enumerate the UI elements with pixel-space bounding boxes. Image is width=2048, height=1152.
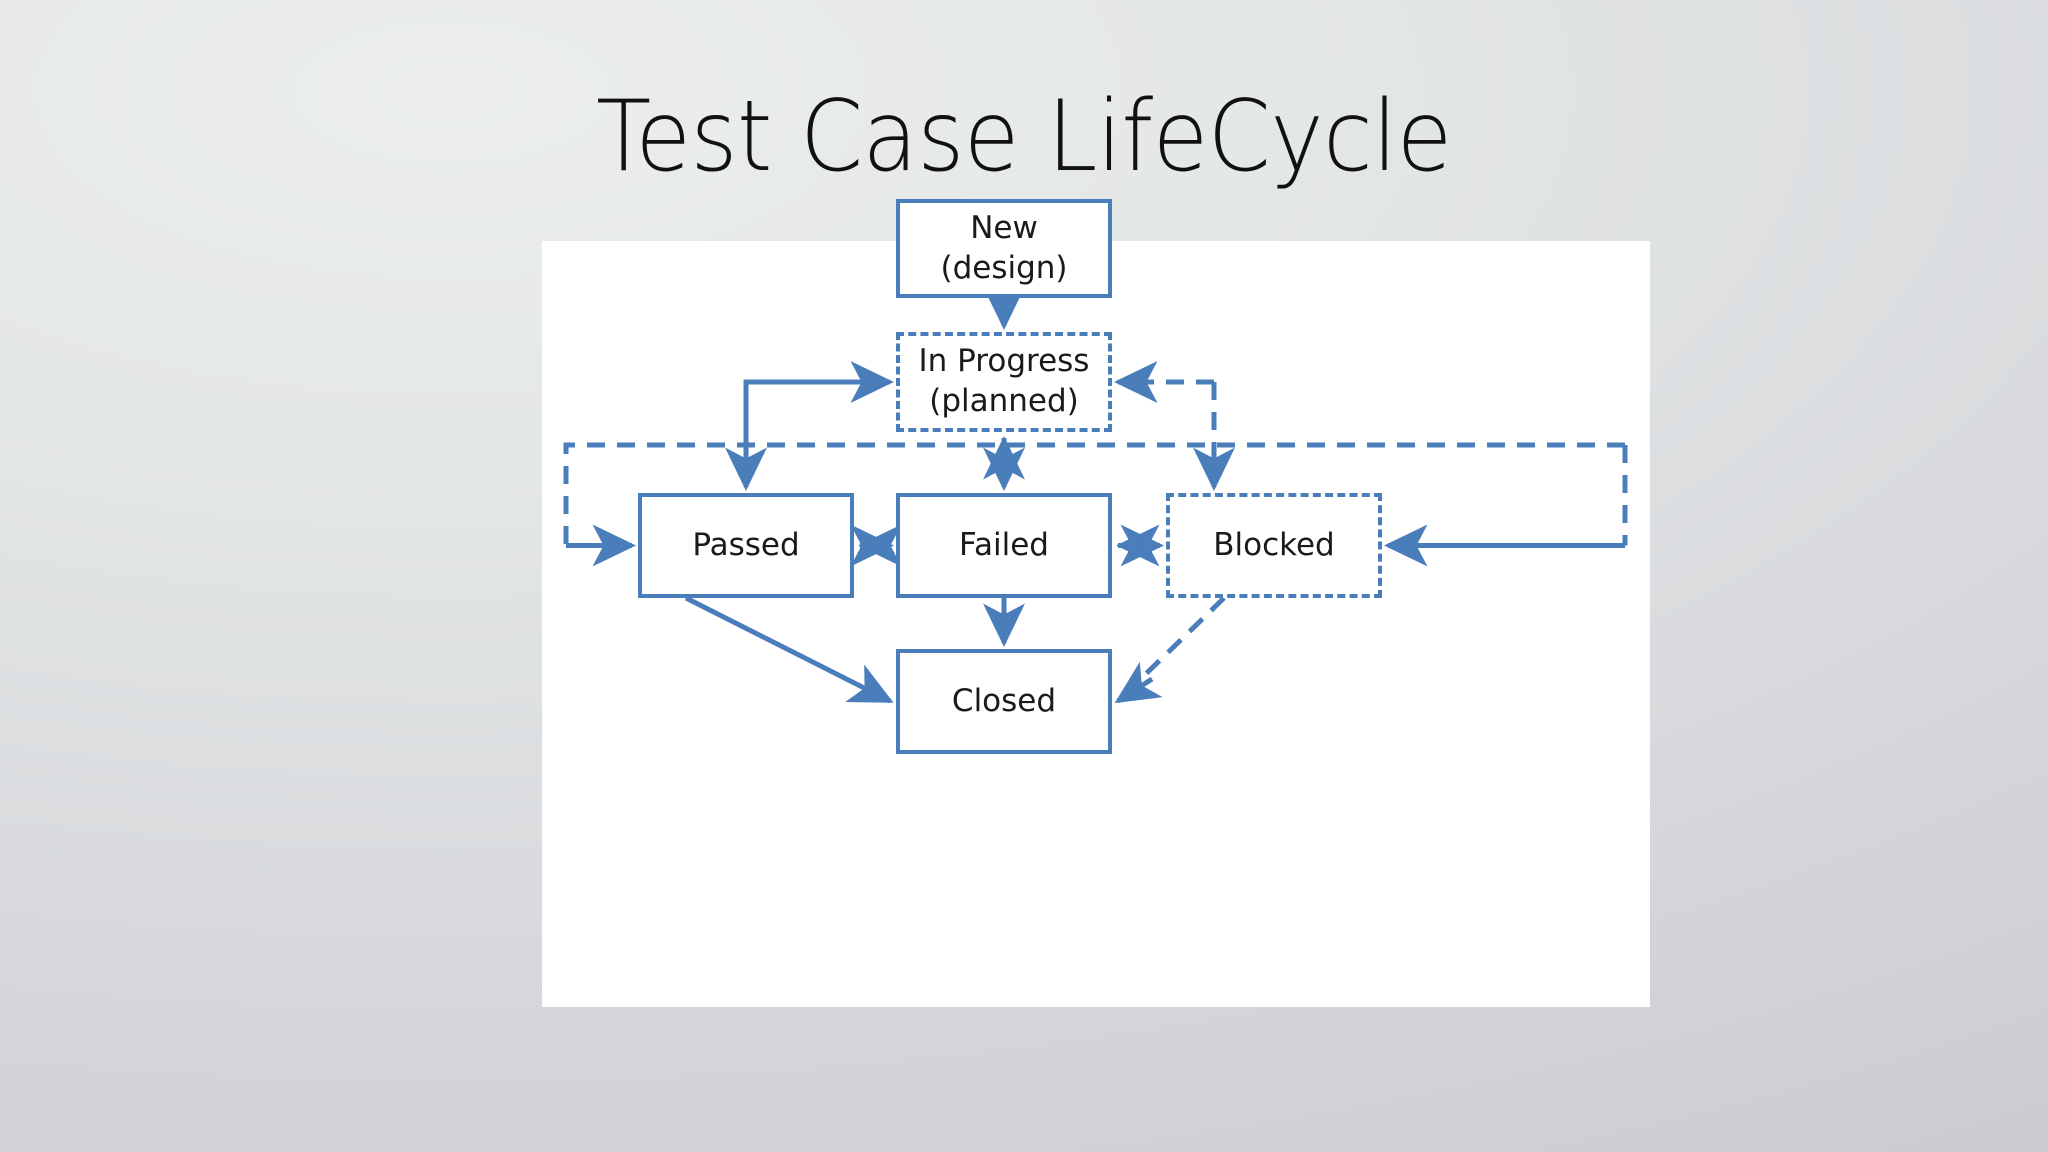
- node-in-progress-label-line2: (planned): [929, 383, 1079, 419]
- edge-passed-to-closed: [684, 595, 894, 704]
- node-new[interactable]: New (design): [896, 199, 1112, 298]
- flowchart-connectors: [563, 286, 1628, 704]
- node-failed-label: Failed: [959, 526, 1049, 563]
- node-new-label-line1: New: [970, 209, 1038, 246]
- node-closed-label: Closed: [951, 682, 1057, 719]
- edge-dashed-blocked-to-closed: [1116, 596, 1226, 703]
- node-closed[interactable]: Closed: [896, 649, 1112, 754]
- node-blocked[interactable]: Blocked: [1166, 493, 1382, 598]
- node-failed[interactable]: Failed: [896, 493, 1112, 598]
- edge-branch-to-passed: [725, 379, 890, 492]
- page-title: Test Case LifeCycle: [596, 80, 1452, 194]
- node-passed[interactable]: Passed: [638, 493, 854, 598]
- node-passed-label: Passed: [692, 526, 800, 563]
- node-in-progress[interactable]: In Progress (planned): [896, 332, 1112, 432]
- node-new-label-line2: (design): [940, 249, 1068, 286]
- node-blocked-label: Blocked: [1213, 526, 1335, 563]
- arrowhead-dashed-into-closed-right: [1114, 661, 1163, 704]
- edge-dashed-loop-to-passed: [563, 442, 1625, 546]
- node-in-progress-label-line1: In Progress: [918, 343, 1090, 380]
- diagram-panel: New (design) In Progress (planned) Passe…: [542, 199, 1650, 1007]
